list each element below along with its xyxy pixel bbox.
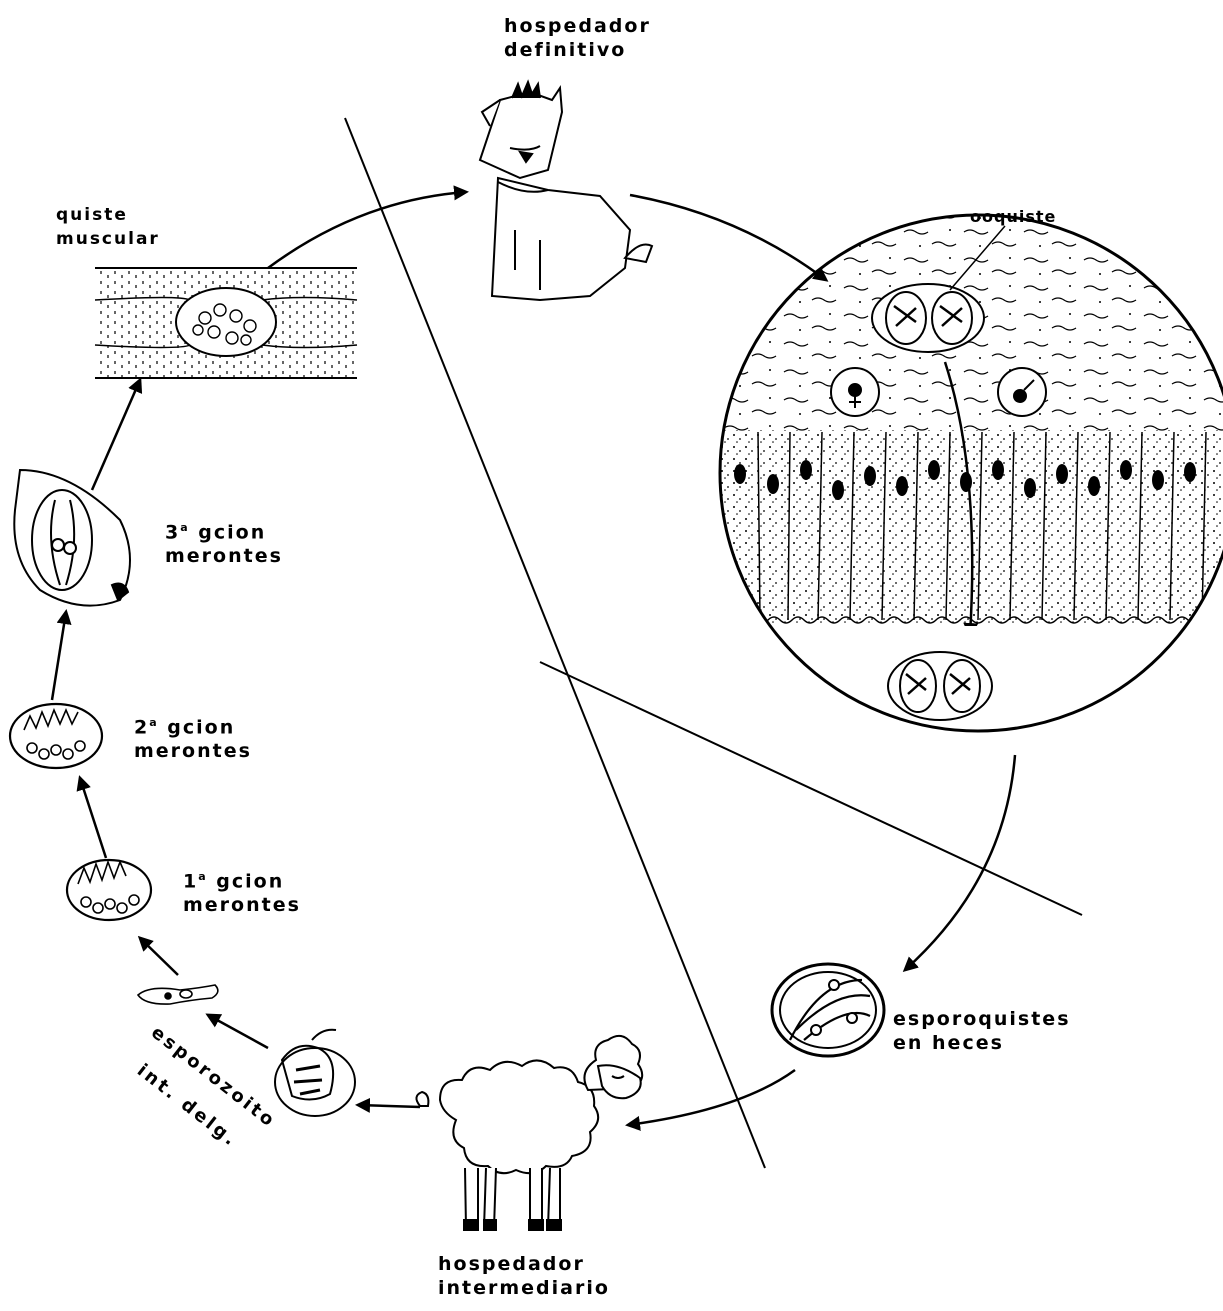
gen3-word: gcion (190, 521, 267, 543)
oocyst-top (872, 284, 984, 352)
gen1-word: gcion (208, 870, 285, 892)
male-gamete (998, 368, 1046, 416)
arrow-intestine-to-feces (905, 755, 1015, 970)
arrow-sporozoite-to-gen1 (140, 938, 178, 975)
arrow-sheep-to-sporozoite-cyst (358, 1105, 420, 1107)
arrow-cyst-to-definitive-host (268, 192, 466, 268)
gen2-num: 2 (134, 716, 149, 738)
muscle-cyst-illustration (95, 268, 357, 378)
gen2-word: gcion (159, 716, 236, 738)
intestine-detail-circle (720, 215, 1223, 746)
gen3-meront-illustration (14, 470, 130, 606)
intermediate-host-label: hospedador intermediario (438, 1252, 610, 1300)
arrow-cyst-to-sporozoite (208, 1015, 268, 1048)
gen2-meront-illustration (10, 704, 102, 768)
intestine-sporocyst-illustration (275, 1030, 355, 1116)
muscle-cyst-label: quiste muscular (56, 203, 160, 251)
arrow-feces-to-sheep (628, 1070, 795, 1125)
gen2-label: 2a gcion merontes (134, 711, 252, 763)
arrow-gen2-to-gen3 (52, 612, 66, 700)
arrow-gen3-to-cyst (92, 380, 140, 490)
gen1-num: 1 (183, 870, 198, 892)
arrow-host-to-intestine (630, 195, 826, 280)
feces-sporocyst-illustration (772, 964, 884, 1056)
gen3-label: 3a gcion merontes (165, 516, 283, 568)
oocyst-label: ooquiste (970, 205, 1056, 229)
gen1-meront-illustration (67, 860, 151, 920)
dog-illustration (480, 82, 652, 300)
gen2-sup: a (149, 716, 158, 729)
definitive-host-label: hospedador definitivo (504, 14, 651, 62)
gen3-num: 3 (165, 521, 180, 543)
sporocysts-in-feces-label: esporoquistes en heces (893, 1007, 1071, 1055)
gen3-sup: a (180, 521, 189, 534)
female-gamete (831, 368, 879, 416)
oocyst-bottom (888, 652, 992, 720)
sporozoite-illustration (138, 985, 218, 1004)
gen1-label: 1a gcion merontes (183, 865, 301, 917)
sheep-illustration (416, 1036, 642, 1230)
gen1-sup: a (198, 870, 207, 883)
arrow-gen1-to-gen2 (80, 778, 106, 858)
